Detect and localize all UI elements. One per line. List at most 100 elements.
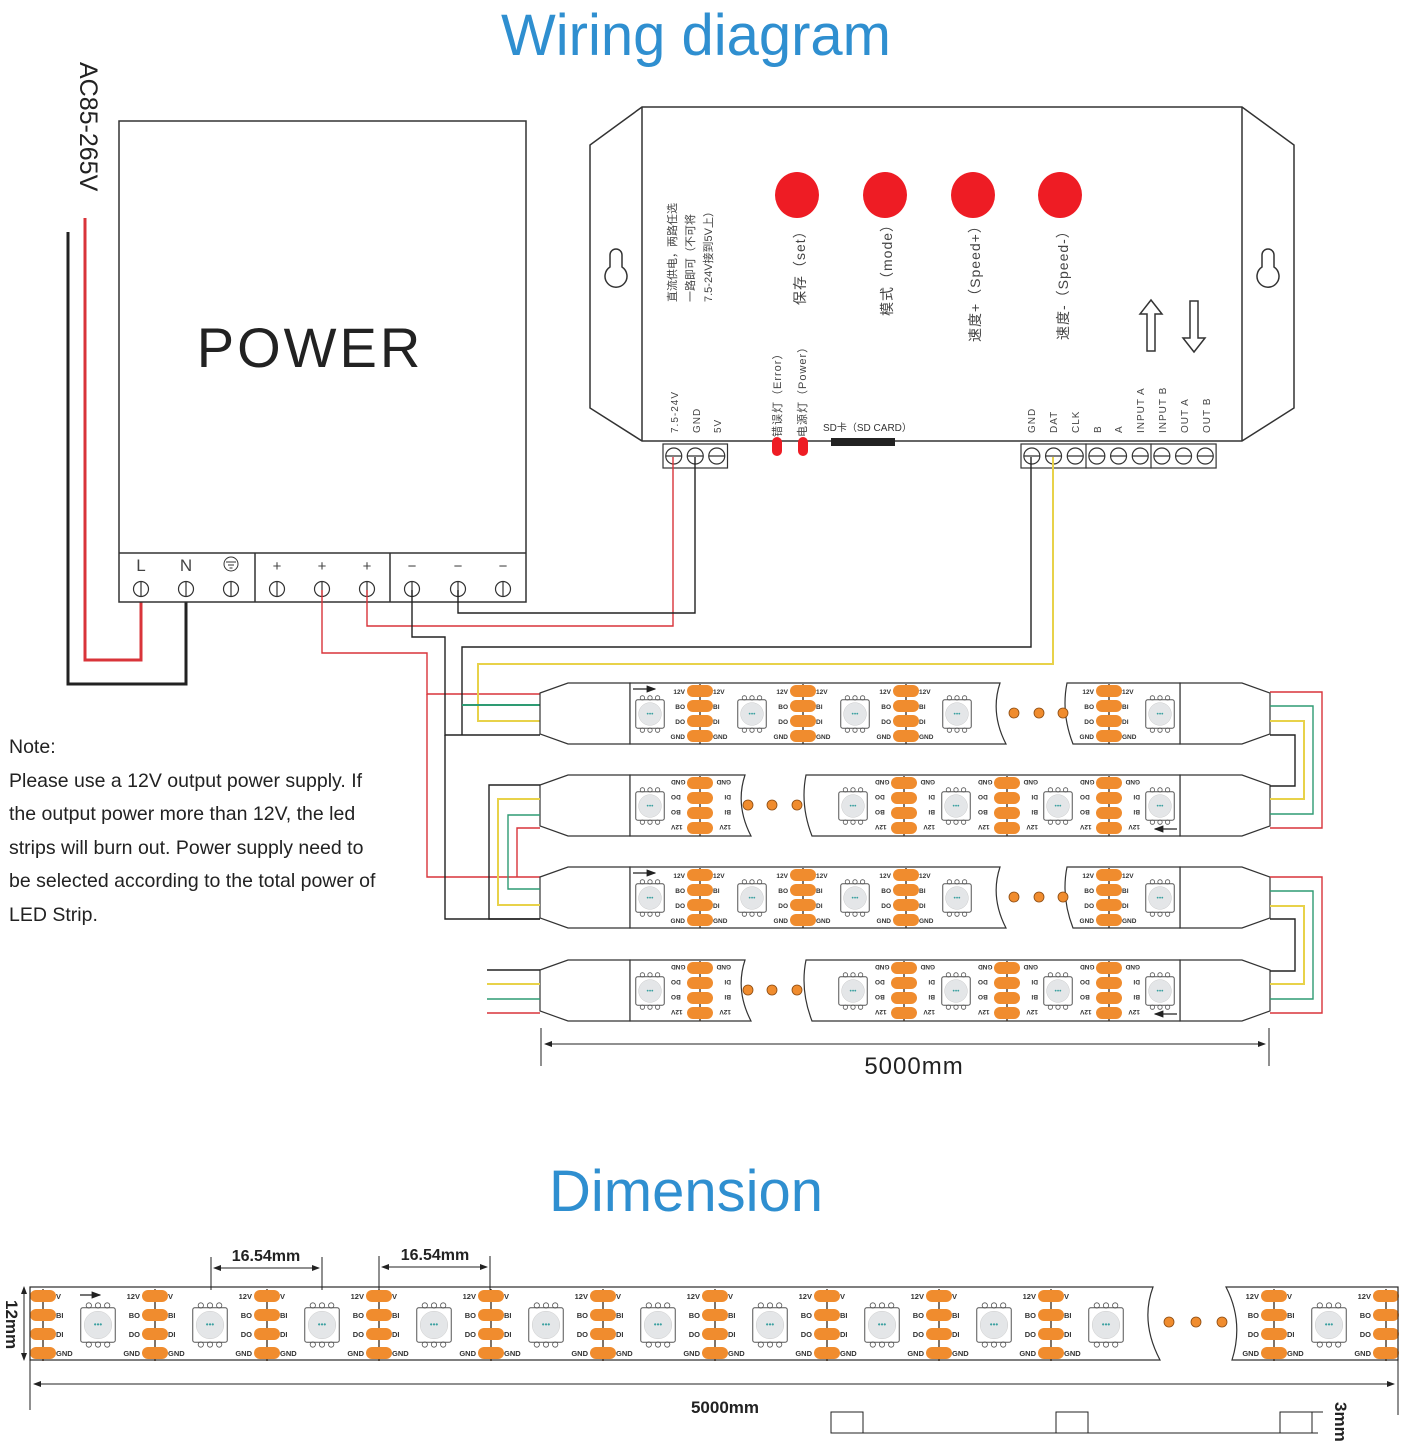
led-lens	[945, 886, 969, 910]
led-dots: •••	[318, 1320, 327, 1329]
strip-segment	[803, 959, 1181, 1022]
solder-pad	[1373, 1309, 1399, 1321]
psu-terminal-label: −	[499, 558, 508, 575]
pad-label: BO	[978, 808, 988, 815]
led-pin	[328, 1302, 335, 1309]
led-pin	[962, 911, 968, 917]
solder-pad	[891, 792, 917, 804]
pad-label: BI	[392, 1311, 400, 1320]
led-pin	[655, 819, 661, 825]
pad-label: BO	[1025, 1311, 1036, 1320]
pad-label: V	[840, 1292, 845, 1301]
led-pin	[421, 1302, 428, 1309]
led-chip-icon: •••	[1088, 1302, 1124, 1348]
power-note-line: 一路即可（不可将	[684, 214, 697, 302]
pad-label: BI	[724, 808, 731, 815]
solder-pad	[891, 807, 917, 819]
controller-button-1[interactable]	[863, 172, 907, 218]
sd-card-label: SD卡（SD CARD）	[823, 421, 912, 434]
led-pin	[842, 1004, 848, 1010]
pad-label: GND	[816, 734, 831, 741]
led-lens	[643, 1310, 673, 1340]
led-pin	[776, 1302, 783, 1309]
psu-terminal-label: −	[408, 558, 417, 575]
pad-label: DI	[728, 1330, 736, 1339]
led-lens	[638, 979, 662, 1003]
led-pin	[1102, 1302, 1110, 1309]
solder-pad	[814, 1309, 840, 1321]
pad-label: DO	[241, 1330, 252, 1339]
led-pin	[741, 695, 747, 701]
led-pin	[1149, 911, 1155, 917]
output-terminal-label: DAT	[1049, 411, 1060, 433]
pad-label: GND	[875, 963, 890, 970]
pad-label: BI	[280, 1311, 288, 1320]
pad-label: GND	[920, 963, 935, 970]
pad-label: DI	[724, 978, 731, 985]
led-pin	[954, 727, 960, 733]
led-pin	[946, 879, 952, 885]
solder-pad	[254, 1347, 280, 1359]
pad-label: V	[56, 1292, 61, 1301]
led-pin	[776, 1341, 783, 1348]
controller-button-3[interactable]	[1038, 172, 1082, 218]
strip-width-label: 12mm	[2, 1300, 21, 1349]
controller-button-0[interactable]	[775, 172, 819, 218]
solder-pad	[478, 1290, 504, 1302]
solder-pad	[893, 715, 919, 727]
pad-label: 12V	[1079, 823, 1091, 830]
led-pin	[878, 1341, 886, 1348]
solder-pad	[142, 1328, 168, 1340]
led-dots: •••	[1055, 803, 1063, 810]
ellipsis-dot	[1216, 1316, 1228, 1328]
solder-pad	[687, 914, 713, 926]
wire	[1270, 720, 1305, 800]
led-dots: •••	[647, 988, 655, 995]
led-dots: •••	[542, 1320, 551, 1329]
led-pin	[1149, 695, 1155, 701]
led-chip-icon: •••	[640, 1302, 676, 1348]
led-pin	[533, 1302, 540, 1309]
pad-label: GND	[920, 778, 935, 785]
led-pin	[639, 911, 645, 917]
wire	[1270, 705, 1314, 815]
led-pin	[888, 1302, 895, 1309]
solder-pad	[142, 1347, 168, 1359]
ellipsis-dot	[1033, 707, 1045, 719]
pad-label: 12V	[239, 1292, 252, 1301]
pad-label: V	[504, 1292, 509, 1301]
pad-label: GND	[716, 963, 731, 970]
led-pin	[655, 787, 661, 793]
pad-label: 12V	[874, 823, 886, 830]
led-pin	[655, 1004, 661, 1010]
led-pin	[741, 727, 747, 733]
solder-pad	[687, 1007, 713, 1019]
pad-label: DO	[778, 719, 788, 726]
pad-label: 12V	[127, 1292, 140, 1301]
solder-pad	[687, 977, 713, 989]
led-dots: •••	[850, 988, 858, 995]
solder-pad	[926, 1347, 952, 1359]
ellipsis-dot	[1033, 891, 1045, 903]
led-pin	[844, 727, 850, 733]
led-pin	[654, 1302, 662, 1309]
pad-label: BO	[1248, 1311, 1259, 1320]
pad-label: GND	[1122, 918, 1137, 925]
led-pin	[954, 911, 960, 917]
led-chip-icon: •••	[1311, 1302, 1347, 1348]
solder-pad	[1261, 1290, 1287, 1302]
solder-pad	[142, 1290, 168, 1302]
power-supply-label: POWER	[197, 316, 424, 379]
controller-button-2[interactable]	[951, 172, 995, 218]
psu-terminal-label: L	[136, 556, 145, 575]
led-chip-icon: •••	[635, 695, 665, 733]
pad-label: GND	[671, 734, 686, 741]
led-pin	[1165, 787, 1171, 793]
led-lens	[1091, 1310, 1121, 1340]
